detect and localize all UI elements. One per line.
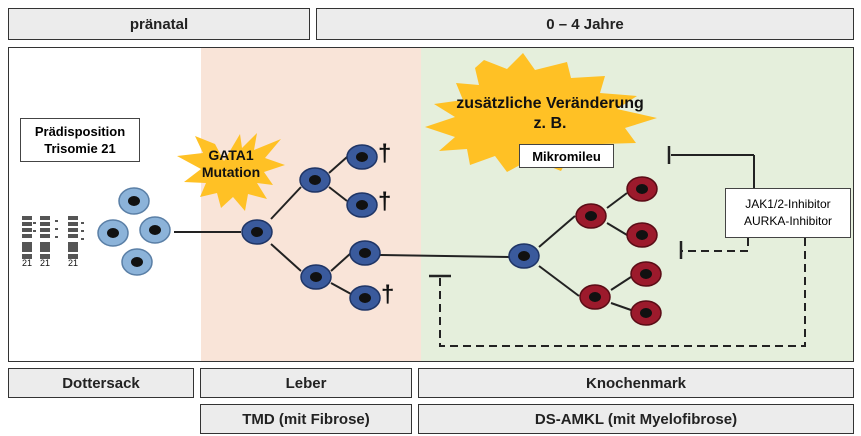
predisposition-line1: Prädisposition <box>34 124 126 139</box>
footer-disease-tmd: TMD (mit Fibrose) <box>200 404 412 434</box>
footer-disease-dsamkl: DS-AMKL (mit Myelofibrose) <box>418 404 854 434</box>
predisposition-line2: Trisomie 21 <box>44 141 116 156</box>
gata1-starburst <box>177 133 285 211</box>
inhibitor-dashed-paths <box>439 238 806 347</box>
lineage-lines <box>174 154 755 311</box>
blast-cells <box>241 144 540 311</box>
microenvironment-box: Mikromileu <box>519 144 614 168</box>
karyotype-label-1: 21 <box>21 258 32 268</box>
cross-icon: † <box>378 140 392 167</box>
additional-change-label: zusätzliche Veränderung z. B. <box>456 95 644 132</box>
karyotype-label-2: 21 <box>39 258 50 268</box>
inhibitor-box: JAK1/2-Inhibitor AURKA-Inhibitor <box>725 188 851 238</box>
blast-nuclei <box>251 152 530 303</box>
inhibitor-line2: AURKA-Inhibitor <box>743 214 833 228</box>
change-starburst <box>425 53 657 172</box>
footer-organ-liver: Leber <box>200 368 412 398</box>
inhibitor-line1: JAK1/2-Inhibitor <box>745 197 831 211</box>
leukemic-nuclei <box>585 184 652 318</box>
predisposition-box: Prädisposition Trisomie 21 <box>20 118 140 162</box>
yolk-sac-cells <box>97 187 171 276</box>
cross-icon: † <box>378 188 392 215</box>
diagram-graphics <box>22 53 806 347</box>
gata1-label: GATA1 Mutation <box>201 147 261 180</box>
cross-icon: † <box>381 281 395 308</box>
footer-organ-yolk-sac: Dottersack <box>8 368 194 398</box>
karyotype-label-3: 21 <box>67 258 78 268</box>
diagram-panel: 21 21 21 † † † Prädisposition Trisomie 2… <box>8 47 854 362</box>
header-prenatal: pränatal <box>8 8 310 40</box>
karyotype-chromosomes <box>22 216 84 259</box>
header-postnatal: 0 – 4 Jahre <box>316 8 854 40</box>
footer-organ-bone-marrow: Knochenmark <box>418 368 854 398</box>
liver-zone <box>201 48 421 361</box>
